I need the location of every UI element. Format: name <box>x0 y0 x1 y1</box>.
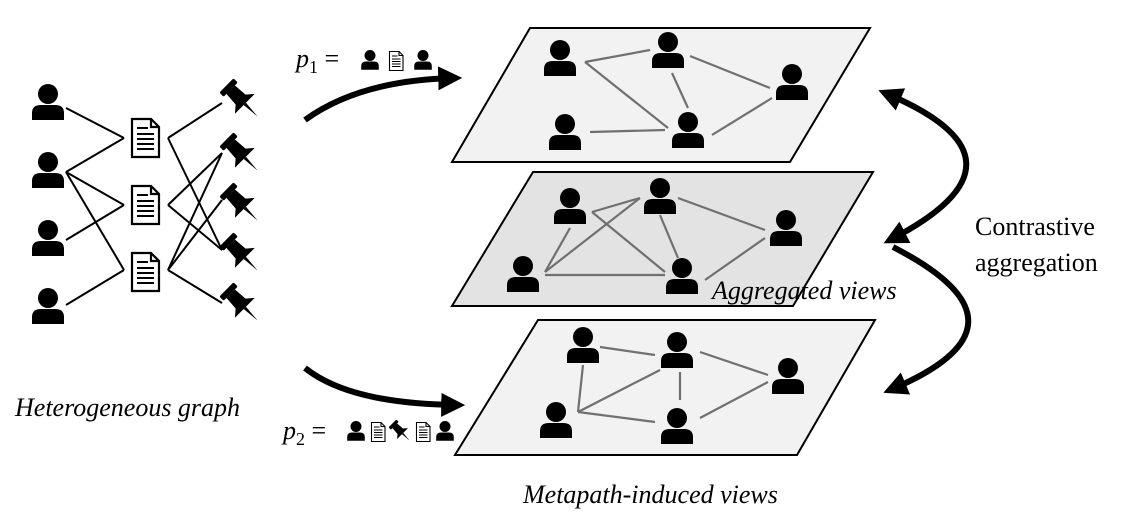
user-icon <box>32 84 64 120</box>
pin-icon <box>216 75 268 127</box>
user-icon <box>361 50 379 70</box>
metapath-p1-subscript: 1 <box>309 57 318 78</box>
contrastive-arrow-bottom <box>883 244 972 395</box>
user-icon <box>347 421 365 441</box>
contrastive-arrow-top <box>878 88 970 244</box>
aggregated-views-label: Aggregated views <box>712 276 897 305</box>
metapath-p1-symbol: p <box>296 44 309 73</box>
hetero-edges <box>65 102 223 306</box>
user-icon <box>32 288 64 324</box>
document-icon <box>130 117 161 159</box>
metapath-p1-equals: = <box>324 44 340 73</box>
metapath-induced-views-label: Metapath-induced views <box>523 480 778 509</box>
pin-icon <box>216 179 268 231</box>
document-icon <box>370 421 386 443</box>
document-icon <box>130 184 161 226</box>
metapath-p2-symbol: p <box>283 416 296 445</box>
view-plane-p2 <box>453 319 877 456</box>
view-plane-p1 <box>450 27 872 163</box>
heterogeneous-graph <box>32 75 268 331</box>
user-nodes <box>32 84 64 324</box>
user-icon <box>32 152 64 188</box>
view-aggregated-edges <box>544 196 766 281</box>
user-icon <box>414 50 432 70</box>
heterogeneous-graph-label: Heterogeneous graph <box>15 393 241 422</box>
contrastive-label-line2: aggregation <box>975 248 1098 277</box>
metapath-p2-subscript: 2 <box>296 429 305 450</box>
arrow-to-view-p1 <box>303 66 463 123</box>
document-nodes <box>130 117 161 293</box>
user-icon <box>32 220 64 256</box>
view-p1-edges <box>584 48 773 136</box>
document-icon <box>388 50 404 72</box>
user-icon <box>436 421 454 441</box>
metapath-p2-equals: = <box>311 416 327 445</box>
pin-icon <box>386 417 416 447</box>
metapath-p2-formula: p2 = <box>283 416 326 450</box>
document-icon <box>415 421 431 443</box>
document-icon <box>130 251 161 293</box>
view-p2-edges <box>576 345 769 424</box>
pin-icon <box>216 229 268 281</box>
pin-nodes <box>216 75 268 331</box>
pin-icon <box>216 279 268 331</box>
contrastive-label-line1: Contrastive <box>975 212 1095 241</box>
pin-icon <box>216 129 268 181</box>
metapath-p1-formula: p1 = <box>296 44 339 78</box>
arrow-to-view-p2 <box>303 365 466 417</box>
view-plane-aggregated <box>450 171 875 307</box>
metapath-p2-icons <box>347 417 454 447</box>
metapath-p1-icons <box>361 50 432 72</box>
